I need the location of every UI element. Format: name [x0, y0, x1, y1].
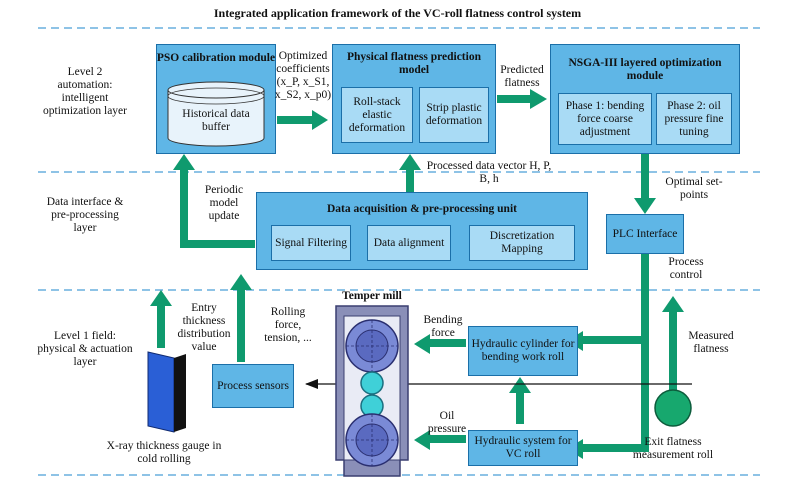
arrow-bending-force: [414, 334, 466, 354]
daq-title: Data acquisition & pre-processing unit: [327, 203, 517, 215]
periodic-update-label: Periodic model update: [204, 184, 244, 222]
exit-flatness-roll-graphic: [654, 389, 692, 427]
arrow-physical-to-nsga: [497, 89, 547, 109]
measured-flatness-label: Measured flatness: [688, 330, 734, 355]
arrow-xray-up: [150, 290, 172, 348]
arrow-periodic-update: [173, 154, 255, 248]
arrow-oil-pressure: [414, 430, 466, 450]
process-sensors-box: Process sensors: [212, 364, 294, 408]
hydraulic-system-box: Hydraulic system for VC roll: [468, 430, 578, 466]
data-alignment-box: Data alignment: [367, 225, 451, 261]
arrow-pso-to-physical: [277, 110, 328, 130]
plc-interface: PLC Interface: [606, 214, 684, 254]
nsga-title: NSGA-III layered optimization module: [568, 57, 722, 82]
level2-label: Level 2 automation: intelligent optimiza…: [43, 66, 127, 117]
xray-gauge-graphic: [147, 351, 186, 433]
historical-buffer-label: Historical data buffer: [182, 108, 250, 133]
exit-roll-label: Exit flatness measurement roll: [632, 436, 714, 461]
pso-title-text: PSO calibration module: [156, 52, 276, 64]
arrow-daq-to-physical: [399, 154, 421, 192]
physical-model: Physical flatness prediction model Roll-…: [332, 44, 496, 154]
nsga-module: NSGA-III layered optimization module Pha…: [550, 44, 740, 154]
arrow-sensors-to-daq: [230, 274, 252, 362]
level1-label: Level 1 field: physical & actuation laye…: [37, 330, 133, 368]
discretization-box: Discretization Mapping: [469, 225, 575, 261]
bending-force-label: Bending force: [423, 314, 463, 339]
roll-stack-box: Roll-stack elastic deformation: [341, 87, 413, 143]
processed-data-label: Processed data vector H, P, B, h: [426, 160, 552, 185]
phase1-box: Phase 1: bending force coarse adjustment: [558, 93, 652, 145]
rolling-force-label: Rolling force, tension, ...: [264, 306, 312, 344]
data-layer-label: Data interface & pre-processing layer: [46, 196, 124, 234]
diagram-title: Integrated application framework of the …: [213, 6, 582, 20]
arrow-strip-to-sensors: [305, 379, 318, 389]
predicted-flatness-label: Predicted flatness: [500, 64, 544, 89]
hydraulic-cylinder-box: Hydraulic cylinder for bending work roll: [468, 326, 578, 376]
arrow-measured-flatness: [662, 296, 684, 392]
temper-mill-label: Temper mill: [342, 290, 402, 302]
arrow-hydsys-up: [509, 377, 531, 424]
strip-plastic-box: Strip plastic deformation: [419, 87, 489, 143]
process-control-label: Process control: [668, 256, 704, 281]
daq-unit: Data acquisition & pre-processing unit S…: [256, 192, 588, 270]
arrow-nsga-to-plc: [634, 154, 656, 214]
signal-filtering-box: Signal Filtering: [271, 225, 351, 261]
oil-pressure-label: Oil pressure: [427, 410, 467, 435]
arrow-plc-to-cyl: [567, 331, 641, 351]
physical-title: Physical flatness prediction model: [347, 51, 481, 76]
optimal-setpoints-label: Optimal set-points: [665, 176, 723, 201]
optimized-coefficients-label: Optimized coefficients (x_P, x_S1, x_S2,…: [274, 50, 332, 101]
xray-label: X-ray thickness gauge in cold rolling: [106, 440, 222, 465]
entry-thickness-label: Entry thickness distribution value: [177, 302, 231, 353]
phase2-box: Phase 2: oil pressure fine tuning: [656, 93, 732, 145]
temper-mill-graphic: [335, 305, 409, 477]
